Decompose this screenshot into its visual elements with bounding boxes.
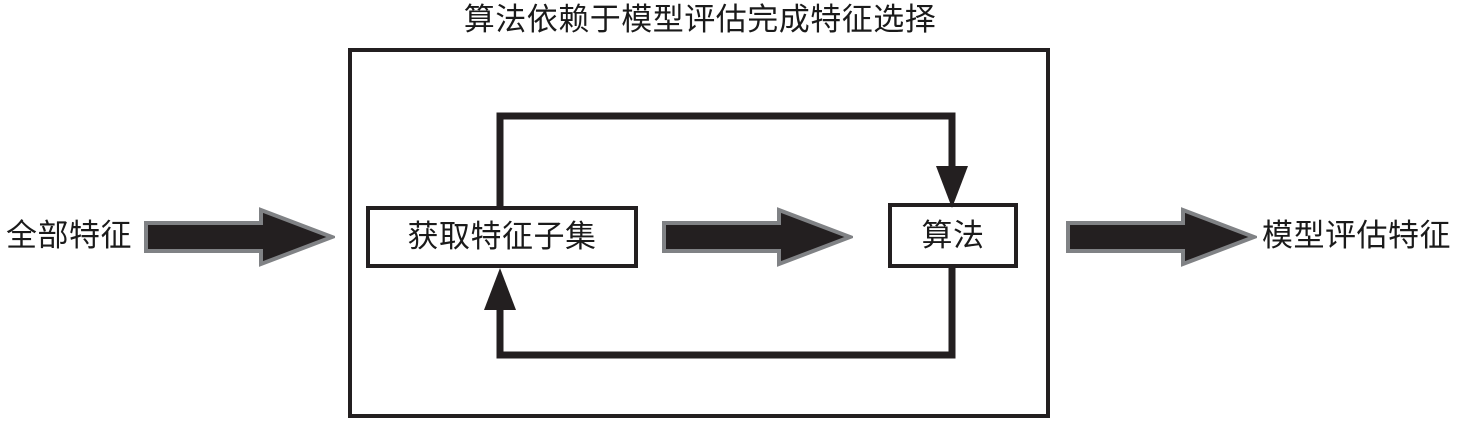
node-algorithm-label: 算法 — [921, 217, 985, 253]
output-block-arrow-icon — [1066, 207, 1257, 267]
node-subset-box: 获取特征子集 — [366, 206, 638, 268]
diagram-title: 算法依赖于模型评估完成特征选择 — [463, 2, 937, 37]
node-subset-label: 获取特征子集 — [407, 219, 597, 254]
output-label: 模型评估特征 — [1262, 218, 1451, 253]
middle-block-arrow-icon — [662, 207, 853, 267]
outer-container-box — [348, 48, 1050, 418]
input-block-arrow-icon — [144, 207, 335, 267]
node-algorithm-box: 算法 — [888, 203, 1018, 268]
input-label: 全部特征 — [6, 218, 132, 253]
